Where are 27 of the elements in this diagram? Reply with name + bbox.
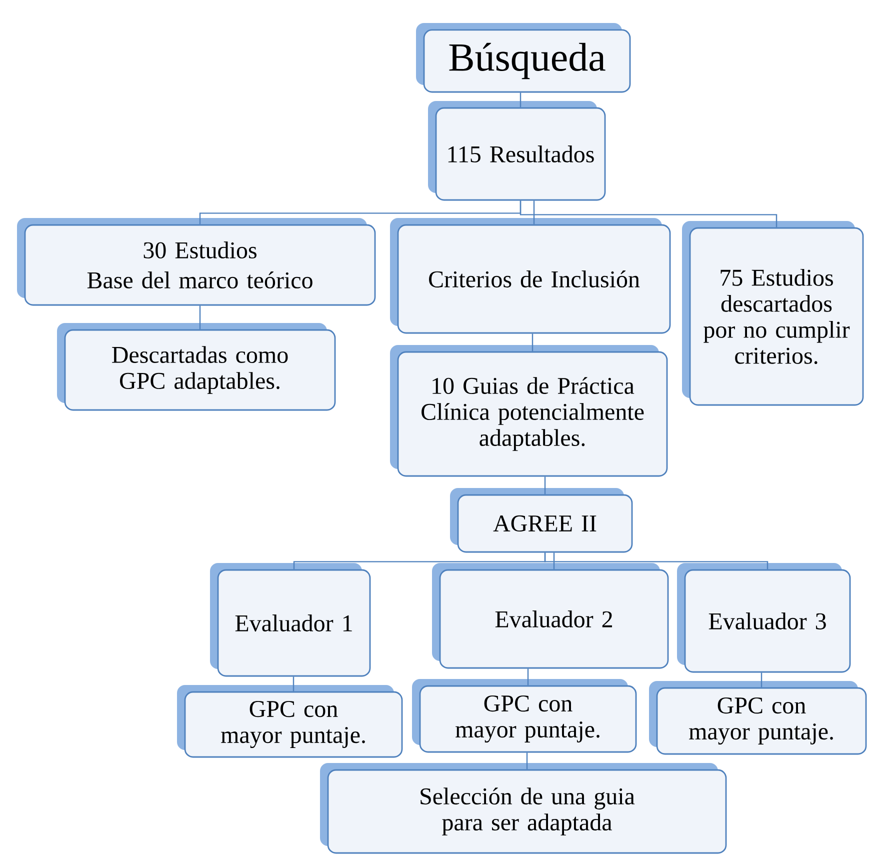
process-box: 30 Estudios Base del marco teórico	[17, 218, 376, 306]
process-box: Evaluador 1	[210, 563, 371, 677]
process-box: Descartadas como GPC adaptables.	[57, 323, 336, 411]
process-box: Evaluador 3	[677, 563, 851, 673]
connector-line	[292, 676, 294, 692]
connector-line	[760, 672, 762, 688]
process-box: GPC con mayor puntaje.	[649, 681, 867, 755]
process-box: 75 Estudios descartados por no cumplir criterios.	[682, 221, 864, 406]
connector-line	[527, 668, 529, 686]
process-box: Selección de una guia para ser adaptada	[320, 763, 727, 854]
connector-line	[526, 752, 528, 770]
connector-line	[544, 476, 546, 494]
connector-line	[520, 92, 522, 108]
connector-line	[199, 306, 201, 330]
connector-line	[544, 552, 768, 570]
connector-line	[532, 334, 534, 352]
connector-line	[520, 200, 778, 228]
process-box: 115 Resultados	[428, 100, 606, 201]
process-box: 10 Guias de Práctica Clínica potencialmente adaptables.	[390, 345, 668, 477]
connector-line	[533, 200, 535, 224]
process-box: AGREE II	[450, 488, 633, 553]
process-box: Búsqueda	[416, 23, 631, 93]
process-box: GPC con mayor puntaje.	[412, 679, 637, 753]
process-box: Evaluador 2	[432, 563, 669, 669]
connector-line	[553, 552, 555, 570]
process-box: Criterios de Inclusión	[390, 218, 671, 334]
process-box: GPC con mayor puntaje.	[177, 685, 403, 758]
